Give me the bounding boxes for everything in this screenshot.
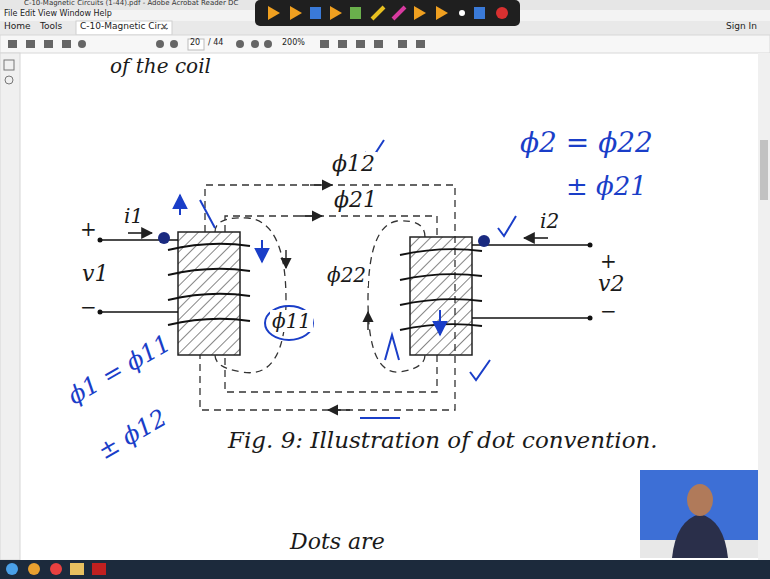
flux-equation: ϕ2 = ϕ22 [520,128,653,159]
window-title: C-10-Magnetic Circuits (1-44).pdf - Adob… [24,0,238,8]
document-tab [76,21,172,35]
wire [100,240,590,318]
flux-equation: ϕ1 = ϕ11 [63,330,175,410]
document-tab-name: C-10-Magnetic Cir... [80,22,169,32]
polarity-sign: + [600,250,617,272]
page-number: 20 [190,39,200,48]
pen-tools [268,6,508,20]
current-arrow [524,237,548,239]
tab-name: Tools [40,22,62,32]
terminal [98,310,103,315]
voltage-label: v1 [82,262,108,286]
core [410,237,472,355]
panel-icon [5,76,13,84]
flux-label: ϕ11 [270,310,313,332]
pen-toolbar [255,0,520,26]
pen-mark [180,140,516,418]
flux-equation: ± ϕ12 [93,404,171,464]
zoom-level: 200% [282,39,305,48]
task-icon [92,563,106,575]
polarity-sign: − [600,300,617,322]
page-text: of the coil [110,55,211,77]
polarity-sign: + [80,218,97,240]
flux-label: ϕ22 [325,264,368,286]
voltage-label: v2 [598,272,624,296]
task-icon [6,563,18,575]
toolbar-icons [8,40,425,48]
terminal [98,238,103,243]
terminal [588,316,593,321]
tab-name: Home [4,22,31,32]
terminal [588,243,593,248]
side-panel [0,53,20,560]
presenter [687,484,713,516]
menu-items: File Edit View Window Help [4,10,112,19]
flux-arrow [286,185,368,410]
sign-in: Sign In [726,22,757,32]
page-text: Dots are [290,530,385,554]
tool-bar [0,35,770,53]
flux-label: ϕ12 [330,152,377,176]
polarity-dot [158,232,170,244]
task-icon [50,563,62,575]
flux-label: ϕ21 [332,188,379,212]
current-label: i1 [124,205,143,227]
current-label: i2 [540,210,559,232]
figure-caption: Fig. 9: Illustration of dot convention. [228,428,658,453]
task-bar [0,560,770,579]
flux-equation: ± ϕ21 [566,172,647,201]
scroll-thumb [760,140,768,200]
coil-winding [168,244,482,330]
presenter [672,514,728,558]
polarity-sign: − [80,296,97,318]
webcam-view [640,470,758,558]
polarity-dot [478,235,490,247]
task-icon [28,563,40,575]
panel-icon [4,60,14,70]
task-icon [70,563,84,575]
page-count: / 44 [208,39,223,48]
scroll-bar [758,53,770,560]
current-arrow [128,232,152,234]
page-box [188,39,204,50]
close-mark: × [160,21,168,32]
